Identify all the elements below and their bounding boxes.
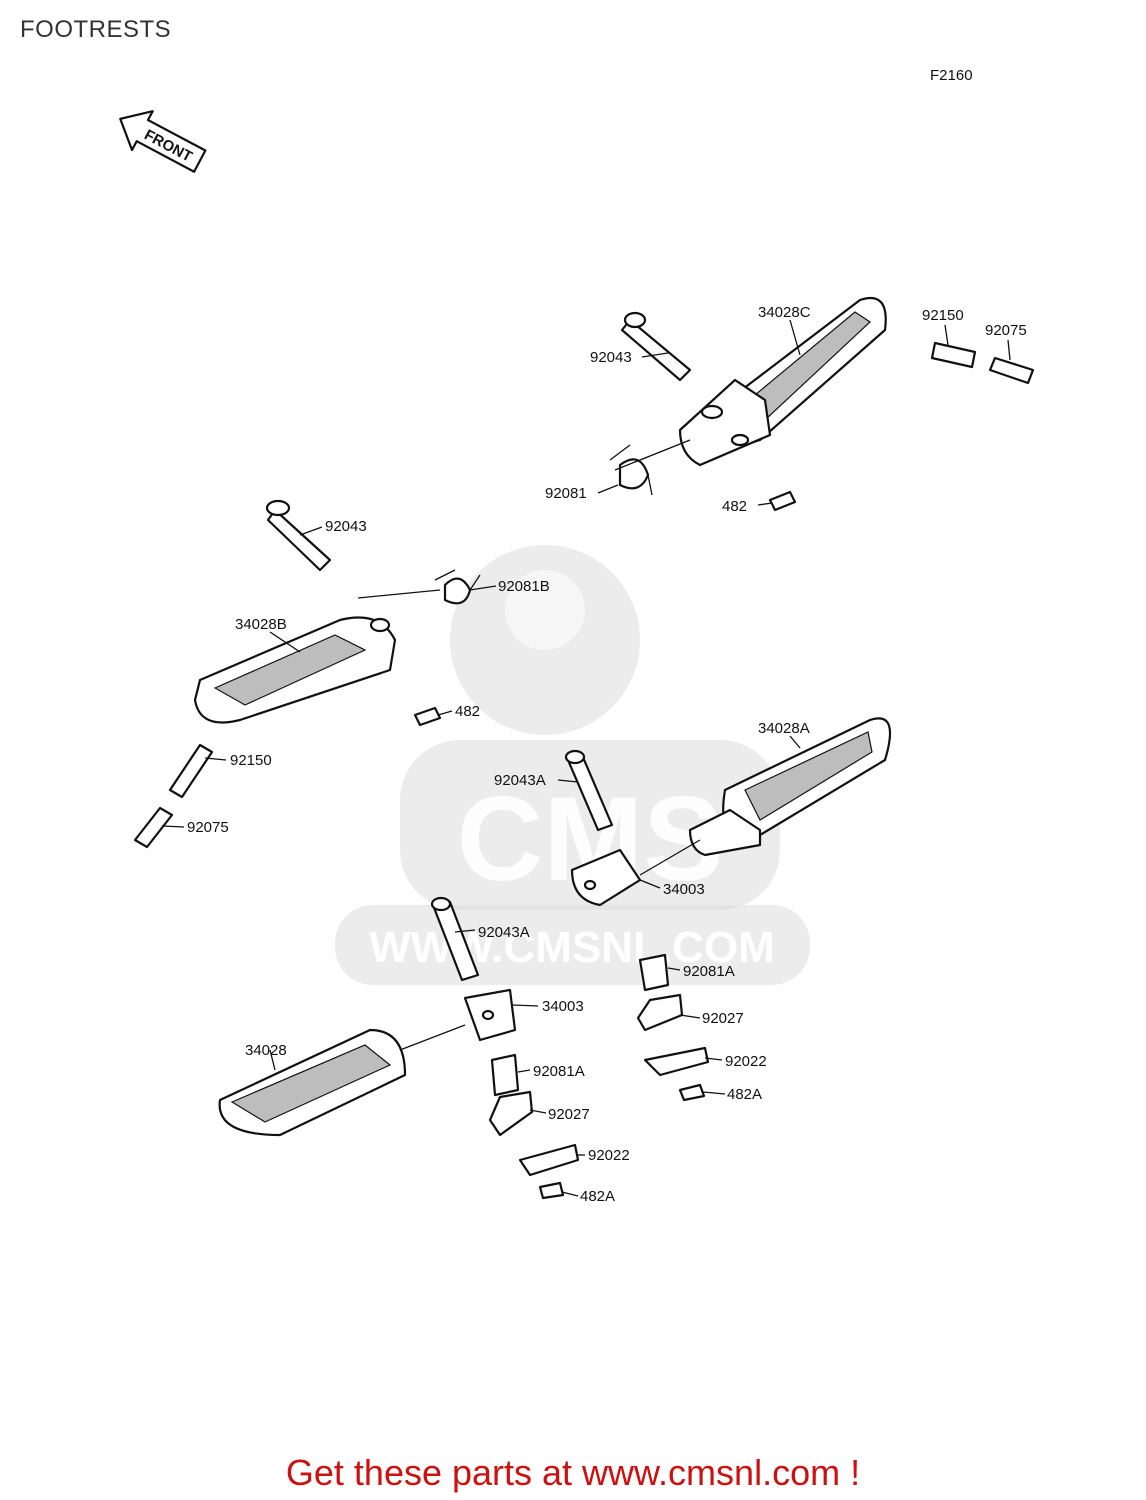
bolt-92150-left: [168, 743, 214, 799]
clip-482-upper: [768, 490, 797, 512]
part-label: 34003: [663, 881, 705, 898]
part-label: 92075: [187, 819, 229, 836]
spring-92081B: [434, 569, 481, 605]
bolt-92150-upper: [930, 341, 977, 369]
part-label: 34028A: [758, 720, 810, 737]
footrest-34028: [218, 1028, 407, 1137]
parts-diagram: CMS WWW.CMSNL.COM F2160 FRONT: [119, 67, 1035, 1205]
part-label: 92075: [985, 322, 1027, 339]
part-label: 92081A: [533, 1063, 585, 1080]
bracket-34003-lower: [463, 988, 517, 1042]
watermark-logo-body: [400, 740, 780, 910]
part-label: 92081B: [498, 578, 550, 595]
promo-link[interactable]: Get these parts at www.cmsnl.com !: [285, 1452, 861, 1493]
part-label: 92043A: [478, 924, 530, 941]
part-label: 482A: [727, 1086, 762, 1103]
part-label: 482: [722, 498, 747, 515]
pin-92043-left: [265, 499, 332, 572]
part-label: 92150: [922, 307, 964, 324]
clip-482-left: [413, 706, 442, 727]
pin-92043A-right: [564, 749, 614, 832]
part-label: 92150: [230, 752, 272, 769]
part-label: 34003: [542, 998, 584, 1015]
part-label: 34028: [245, 1042, 287, 1059]
collar-92027-right: [636, 993, 684, 1032]
part-label: 92027: [548, 1106, 590, 1123]
part-label: 34028B: [235, 616, 287, 633]
part-label: 92027: [702, 1010, 744, 1027]
pin-92043-upper: [620, 311, 692, 382]
clip-482A-right: [678, 1083, 706, 1102]
spring-92081A-lower: [490, 1053, 520, 1097]
part-label: 92043: [325, 518, 367, 535]
plate-92022-right: [643, 1046, 710, 1077]
bracket-34003-right: [570, 848, 642, 907]
page-title: FOOTRESTS: [20, 16, 172, 43]
clip-482A-lower: [538, 1181, 565, 1200]
part-label: 92081A: [683, 963, 735, 980]
plate-92022-lower: [518, 1143, 580, 1177]
part-label: 34028C: [758, 304, 811, 321]
spring-92081A-right: [638, 953, 670, 992]
part-label: 92022: [588, 1147, 630, 1164]
part-labels: 34028C 92150 92075 92043 92081 482 92043…: [187, 304, 1027, 1205]
part-label: 92043A: [494, 772, 546, 789]
figure-ref-code: F2160: [930, 67, 973, 84]
part-label: 92043: [590, 349, 632, 366]
spring-92081-upper: [609, 444, 653, 496]
front-arrow-icon: FRONT: [119, 110, 207, 173]
part-label: 92022: [725, 1053, 767, 1070]
footrest-34028B: [193, 616, 397, 724]
pin-92043A-lower: [430, 896, 480, 982]
footrest-34028C: [678, 297, 887, 467]
watermark-text: WWW.CMSNL.COM: [369, 923, 775, 972]
cap-92075-left: [133, 806, 174, 849]
collar-92027-lower: [488, 1090, 534, 1137]
part-label: 482: [455, 703, 480, 720]
leader-lines: [161, 319, 1011, 1197]
footrest-34028A: [688, 717, 892, 857]
part-label: 92081: [545, 485, 587, 502]
part-label: 482A: [580, 1188, 615, 1205]
cap-92075-upper: [988, 356, 1035, 385]
